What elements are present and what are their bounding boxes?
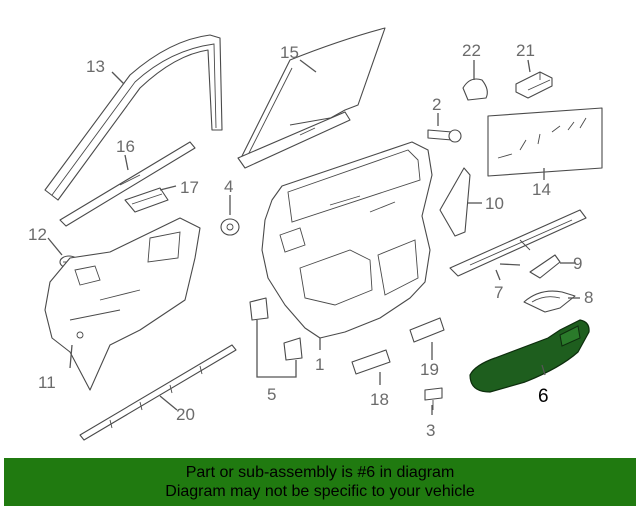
part-19-retainer[interactable]: [409, 317, 445, 343]
part-20-wiring[interactable]: [79, 344, 237, 441]
part-4-grommet[interactable]: [220, 218, 240, 236]
callout-16: 16: [116, 137, 135, 156]
part-13-glass-run[interactable]: [44, 34, 223, 201]
part-2-screw[interactable]: [427, 129, 462, 143]
part-17-clip[interactable]: [124, 187, 169, 213]
part-11-inner-panel[interactable]: [44, 217, 201, 391]
part-5-clip-a[interactable]: [249, 297, 269, 321]
callout-22: 22: [462, 41, 481, 60]
part-18-retainer[interactable]: [351, 349, 391, 375]
parts-diagram: 13 15 22 21 16 17 2 14 4 10 12 9 7 8 6 1…: [28, 27, 603, 441]
part-6-armrest[interactable]: [469, 319, 590, 393]
callout-19: 19: [420, 360, 439, 379]
callout-9: 9: [573, 254, 582, 273]
callout-2: 2: [432, 95, 441, 114]
callout-6: 6: [538, 386, 549, 407]
callout-12: 12: [28, 225, 47, 244]
part-22-cap[interactable]: [462, 78, 488, 101]
callout-21: 21: [516, 41, 535, 60]
callout-17: 17: [180, 178, 199, 197]
banner-line-1: Part or sub-assembly is #6 in diagram: [185, 464, 455, 481]
callout-5: 5: [267, 385, 276, 404]
callout-1: 1: [315, 355, 324, 374]
callout-15: 15: [280, 43, 299, 62]
part-5-clip-b[interactable]: [283, 337, 303, 361]
leader-lines: [47, 59, 580, 415]
callout-3: 3: [426, 421, 435, 440]
part-15-window-glass[interactable]: [237, 27, 386, 169]
part-1-door-trim-panel[interactable]: [261, 141, 433, 339]
part-21-sensor[interactable]: [515, 71, 553, 99]
part-8-handle-bezel[interactable]: [523, 290, 576, 313]
part-3-screw[interactable]: [424, 387, 443, 410]
callout-11: 11: [38, 373, 56, 392]
callout-13: 13: [86, 57, 105, 76]
part-14-kit[interactable]: [487, 107, 603, 177]
callout-7: 7: [494, 283, 503, 302]
callout-4: 4: [224, 177, 233, 196]
part-7-armrest-trim[interactable]: [449, 209, 587, 277]
part-9-bezel[interactable]: [529, 254, 561, 279]
part-16-belt-molding[interactable]: [59, 141, 196, 227]
callout-8: 8: [584, 288, 593, 307]
part-10-trim[interactable]: [439, 167, 471, 237]
callout-10: 10: [485, 194, 504, 213]
callout-14: 14: [532, 180, 551, 199]
banner-line-2: Diagram may not be specific to your vehi…: [165, 483, 475, 500]
callout-18: 18: [370, 390, 389, 409]
info-banner: Part or sub-assembly is #6 in diagram Di…: [4, 458, 636, 506]
callout-20: 20: [176, 405, 195, 424]
